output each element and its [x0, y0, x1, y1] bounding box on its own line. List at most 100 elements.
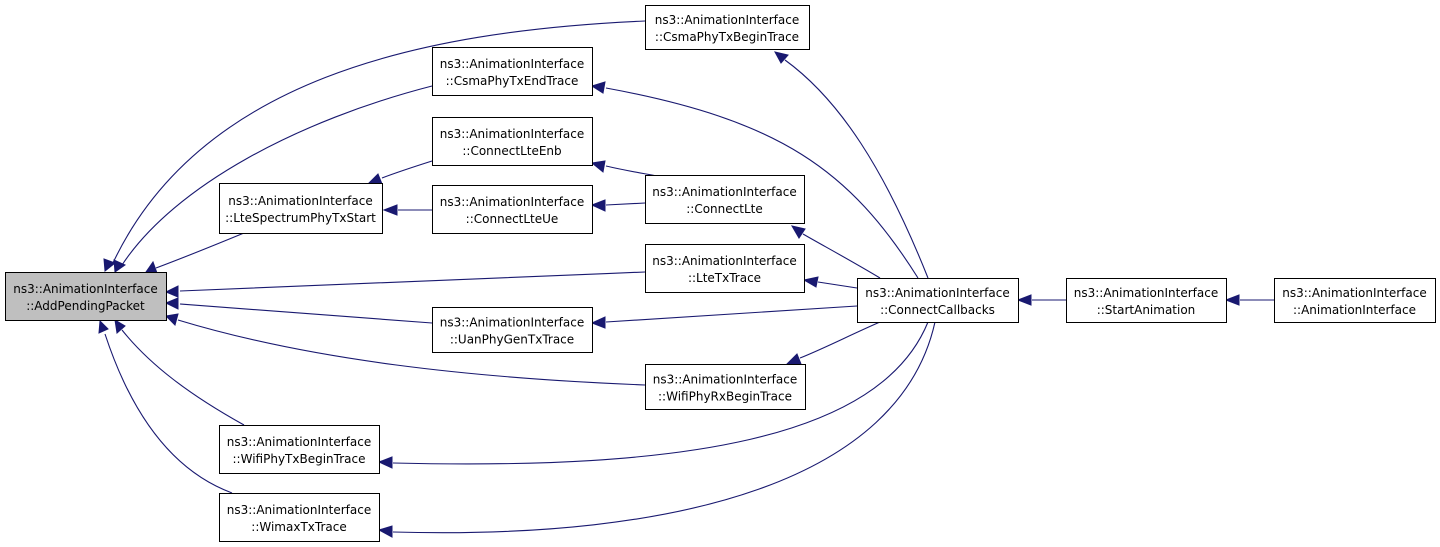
edge-connect-callbacks-to-csma-phy-tx-begin-trace: [774, 51, 929, 279]
arrowhead-icon: [382, 204, 398, 216]
arrowhead-icon: [98, 319, 109, 334]
edge-line: [155, 232, 245, 269]
node-wimax-tx-trace[interactable]: ns3::AnimationInterface::WimaxTxTrace: [219, 493, 380, 542]
node-lte-tx-trace[interactable]: ns3::AnimationInterface::LteTxTrace: [645, 244, 805, 293]
edge-wimax-tx-trace-to-add-pending-packet: [98, 319, 233, 494]
edge-line: [177, 319, 646, 386]
edge-connect-callbacks-to-wifi-phy-rx-begin-trace: [785, 321, 881, 365]
edge-line: [121, 329, 245, 426]
edge-animation-interface-to-start-animation: [1224, 294, 1274, 306]
node-csma-phy-tx-end-trace[interactable]: ns3::AnimationInterface::CsmaPhyTxEndTra…: [432, 47, 593, 96]
arrowhead-icon: [1224, 294, 1240, 306]
node-box: [432, 47, 593, 96]
node-uan-phy-gen-tx-trace[interactable]: ns3::AnimationInterface::UanPhyGenTxTrac…: [432, 307, 593, 353]
node-method-label: ::WifiPhyRxBeginTrace: [658, 390, 792, 404]
node-box: [645, 244, 805, 293]
edge-connect-callbacks-to-wimax-tx-trace: [377, 321, 936, 538]
arrowhead-icon: [164, 285, 179, 298]
node-box: [219, 425, 380, 474]
node-box: [1066, 278, 1227, 323]
node-connect-lte-ue[interactable]: ns3::AnimationInterface::ConnectLteUe: [432, 185, 593, 234]
node-connect-callbacks[interactable]: ns3::AnimationInterface::ConnectCallback…: [857, 278, 1019, 323]
node-animation-interface[interactable]: ns3::AnimationInterface::AnimationInterf…: [1274, 278, 1436, 323]
node-method-label: ::LteSpectrumPhyTxStart: [225, 211, 376, 225]
node-namespace-label: ns3::AnimationInterface: [440, 127, 584, 141]
edge-lte-tx-trace-to-add-pending-packet: [164, 271, 646, 298]
edge-wifi-phy-tx-begin-trace-to-add-pending-packet: [114, 319, 245, 426]
node-method-label: ::AnimationInterface: [1293, 303, 1416, 317]
edge-line: [392, 321, 929, 465]
nodes: ns3::AnimationInterface::AddPendingPacke…: [5, 5, 1436, 542]
edge-connect-callbacks-to-uan-phy-gen-tx-trace: [590, 305, 858, 329]
node-start-animation[interactable]: ns3::AnimationInterface::StartAnimation: [1066, 278, 1227, 323]
edge-line: [179, 303, 433, 324]
arrowhead-icon: [377, 525, 393, 538]
edge-start-animation-to-connect-callbacks: [1016, 294, 1066, 306]
arrowhead-icon: [590, 316, 606, 329]
edge-line: [817, 281, 858, 289]
node-method-label: ::WimaxTxTrace: [251, 520, 346, 534]
arrowhead-icon: [103, 258, 117, 272]
node-method-label: ::AddPendingPacket: [26, 299, 145, 313]
node-method-label: ::ConnectCallbacks: [880, 303, 995, 317]
edge-csma-phy-tx-end-trace-to-add-pending-packet: [113, 85, 433, 273]
node-connect-lte[interactable]: ns3::AnimationInterface::ConnectLte: [645, 175, 805, 224]
edge-line: [121, 85, 433, 266]
node-add-pending-packet[interactable]: ns3::AnimationInterface::AddPendingPacke…: [5, 272, 167, 321]
edge-connect-callbacks-to-connect-lte: [790, 225, 881, 279]
node-namespace-label: ns3::AnimationInterface: [652, 185, 796, 199]
edge-connect-lte-to-connect-lte-enb: [590, 160, 658, 177]
arrowhead-icon: [367, 173, 383, 185]
node-namespace-label: ns3::AnimationInterface: [653, 373, 797, 387]
arrowhead-icon: [590, 160, 606, 173]
node-namespace-label: ns3::AnimationInterface: [1282, 286, 1426, 300]
node-box: [432, 185, 593, 234]
node-namespace-label: ns3::AnimationInterface: [227, 435, 371, 449]
node-method-label: ::ConnectLteUe: [466, 212, 559, 226]
edge-connect-lte-to-connect-lte-ue: [590, 199, 646, 212]
node-method-label: ::LteTxTrace: [688, 271, 761, 285]
edge-line: [605, 202, 646, 206]
arrowhead-icon: [377, 456, 393, 469]
node-box: [5, 272, 167, 321]
arrowhead-icon: [145, 260, 158, 274]
edge-line: [104, 333, 233, 494]
node-method-label: ::ConnectLteEnb: [462, 144, 561, 158]
node-namespace-label: ns3::AnimationInterface: [440, 316, 584, 330]
node-namespace-label: ns3::AnimationInterface: [652, 254, 796, 268]
node-box: [645, 175, 805, 224]
arrowhead-icon: [590, 81, 606, 94]
edge-connect-callbacks-to-lte-tx-trace: [802, 276, 858, 289]
arrowhead-icon: [790, 225, 806, 239]
node-method-label: ::CsmaPhyTxBeginTrace: [655, 30, 799, 44]
node-connect-lte-enb[interactable]: ns3::AnimationInterface::ConnectLteEnb: [432, 117, 593, 166]
edge-line: [799, 321, 881, 359]
edge-wifi-phy-rx-begin-trace-to-add-pending-packet: [164, 313, 646, 386]
arrowhead-icon: [802, 276, 819, 288]
node-method-label: ::ConnectLte: [686, 202, 762, 216]
edge-line: [605, 165, 658, 177]
edge-connect-callbacks-to-csma-phy-tx-end-trace: [590, 81, 919, 279]
node-lte-spectrum-phy-tx-start[interactable]: ns3::AnimationInterface::LteSpectrumPhyT…: [219, 183, 383, 234]
node-csma-phy-tx-begin-trace[interactable]: ns3::AnimationInterface::CsmaPhyTxBeginT…: [645, 5, 810, 50]
node-wifi-phy-rx-begin-trace[interactable]: ns3::AnimationInterface::WifiPhyRxBeginT…: [645, 364, 806, 410]
node-wifi-phy-tx-begin-trace[interactable]: ns3::AnimationInterface::WifiPhyTxBeginT…: [219, 425, 380, 474]
node-box: [645, 364, 806, 410]
node-method-label: ::UanPhyGenTxTrace: [450, 333, 574, 347]
arrowhead-icon: [164, 313, 179, 326]
node-namespace-label: ns3::AnimationInterface: [865, 286, 1009, 300]
arrowhead-icon: [164, 297, 179, 310]
arrowhead-icon: [785, 353, 802, 365]
node-namespace-label: ns3::AnimationInterface: [1074, 286, 1218, 300]
edge-connect-lte-ue-to-lte-spectrum-phy-tx-start: [382, 204, 432, 216]
edge-line: [392, 321, 936, 534]
arrowhead-icon: [774, 51, 789, 64]
arrowhead-icon: [1016, 294, 1032, 306]
node-box: [219, 493, 380, 542]
node-box: [857, 278, 1019, 323]
edge-csma-phy-tx-begin-trace-to-add-pending-packet: [103, 20, 646, 272]
edge-line: [179, 271, 646, 292]
edge-line: [802, 233, 881, 279]
node-namespace-label: ns3::AnimationInterface: [13, 282, 157, 296]
